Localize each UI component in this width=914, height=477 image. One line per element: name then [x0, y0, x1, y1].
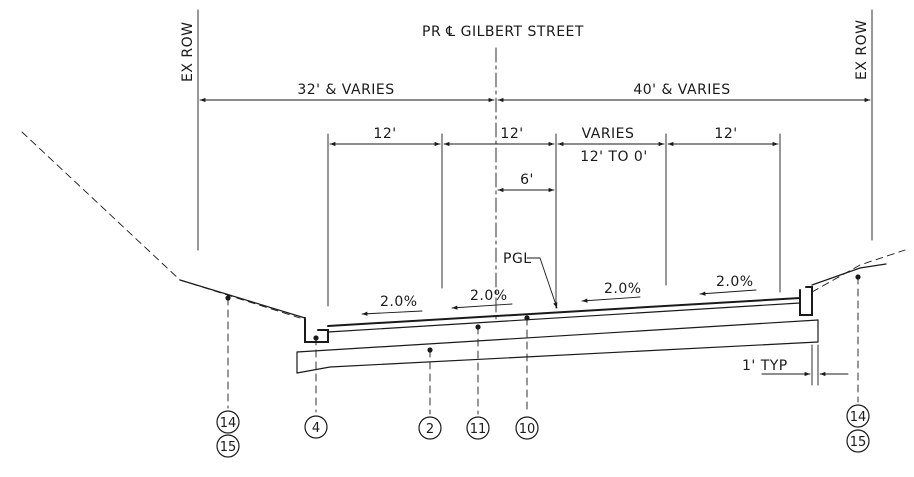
- slope-label-4: 2.0%: [716, 274, 754, 290]
- left-curb: [304, 317, 329, 343]
- pavement-surface: [327, 297, 801, 327]
- base-course-bottom: [296, 341, 819, 374]
- surface-course-bottom: [327, 302, 801, 333]
- offset-dimension: 6': [520, 172, 534, 188]
- callout-bubble-4: 4: [304, 415, 328, 439]
- slope-arrow-2: [451, 303, 513, 310]
- callout-bubble-2: 2: [418, 416, 442, 440]
- slope-arrow-3: [581, 296, 641, 303]
- callout-bubble-14-right: 14: [846, 404, 870, 428]
- right-curb: [799, 286, 813, 316]
- callout-bubble-11: 11: [466, 416, 490, 440]
- lane-4-dimension: 12': [714, 126, 737, 142]
- callout-dot-10: [524, 315, 530, 321]
- callout-dot-4: [313, 335, 319, 341]
- svg-text:15: 15: [220, 440, 237, 455]
- lane-3-dimension: VARIES: [582, 126, 635, 142]
- svg-text:2: 2: [426, 422, 434, 437]
- svg-text:14: 14: [850, 410, 867, 425]
- callout-dot-11: [475, 324, 481, 330]
- svg-text:15: 15: [850, 435, 867, 450]
- pgl-leader: [526, 257, 558, 309]
- lane-3-range: 12' TO 0': [580, 149, 647, 165]
- svg-text:11: 11: [470, 422, 487, 437]
- right-row-label: EX ROW: [854, 20, 870, 80]
- left-existing-ground: [21, 131, 301, 319]
- right-proposed-slope: [811, 263, 887, 286]
- right-half-dimension: 40' & VARIES: [633, 82, 730, 98]
- pgl-label: PGL: [503, 251, 532, 267]
- slope-arrow-4: [699, 289, 757, 296]
- callout-bubble-15-left: 15: [216, 434, 240, 458]
- lane-2-dimension: 12': [500, 126, 523, 142]
- callout-bubble-10: 10: [515, 416, 539, 440]
- street-title: PR ℄ GILBERT STREET: [422, 24, 584, 40]
- left-half-dimension: 32' & VARIES: [297, 82, 394, 98]
- lane-1-dimension: 12': [373, 126, 396, 142]
- callout-bubble-14-left: 14: [216, 410, 240, 434]
- callout-dot-14-left: [225, 295, 231, 301]
- slope-label-2: 2.0%: [470, 288, 508, 304]
- slope-label-1: 2.0%: [380, 294, 418, 310]
- left-proposed-slope: [179, 279, 306, 319]
- base-course-top: [296, 319, 819, 353]
- svg-text:14: 14: [220, 416, 237, 431]
- slope-arrow-1: [361, 310, 423, 316]
- callout-dot-2: [427, 347, 433, 353]
- right-existing-ground: [811, 249, 906, 293]
- slope-label-3: 2.0%: [604, 281, 642, 297]
- callout-dot-14-right: [855, 274, 861, 280]
- callout-bubble-15-right: 15: [846, 429, 870, 453]
- left-row-label: EX ROW: [180, 22, 196, 82]
- svg-text:4: 4: [312, 421, 320, 436]
- typ-dimension: 1' TYP: [742, 358, 788, 374]
- svg-text:10: 10: [519, 422, 536, 437]
